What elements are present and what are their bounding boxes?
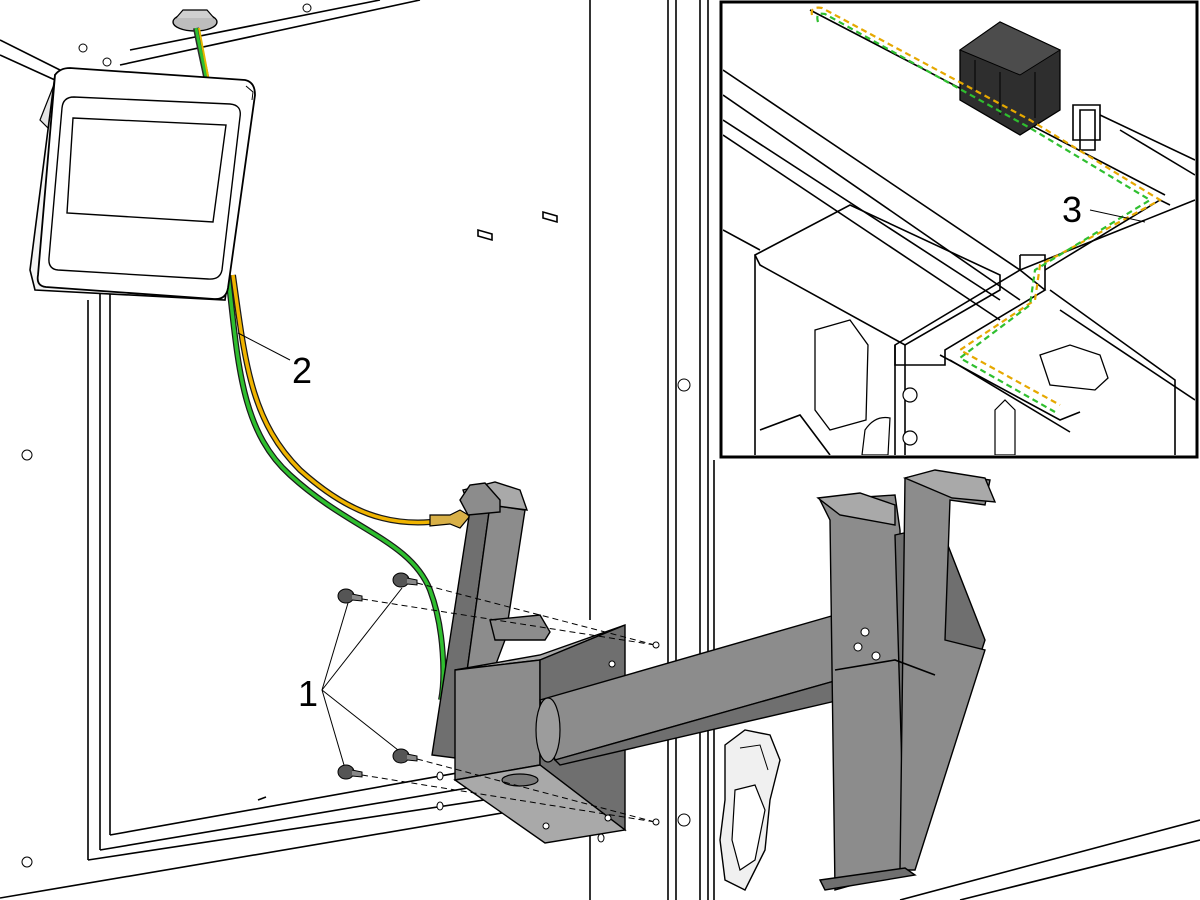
- power-module: [958, 21, 1062, 136]
- screw: [337, 764, 363, 780]
- touch-screen: [29, 67, 256, 301]
- callout-label-2: 2: [292, 350, 312, 391]
- cable-gland: [172, 9, 218, 32]
- screw: [392, 748, 418, 764]
- mounting-bracket: [431, 469, 997, 891]
- screw: [337, 588, 363, 604]
- mounting-screws: [337, 572, 660, 826]
- inset-detail: [719, 0, 1199, 459]
- side-connector: [719, 729, 781, 891]
- leader-lines: [237, 332, 403, 766]
- screw: [392, 572, 418, 588]
- callout-label-1: 1: [298, 673, 318, 714]
- callout-label-3: 3: [1062, 189, 1082, 230]
